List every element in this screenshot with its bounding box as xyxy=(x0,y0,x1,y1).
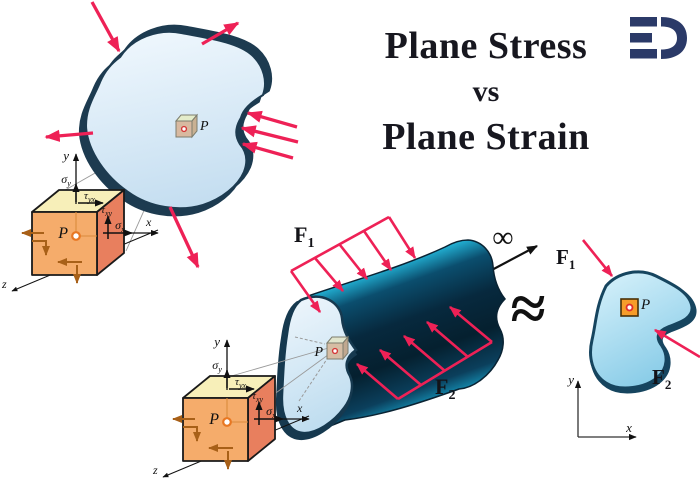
title-block: Plane Stress vs Plane Strain xyxy=(332,22,640,160)
tau-xy-label: τxy xyxy=(101,204,112,218)
cube-axes-and-stresses xyxy=(72,153,159,239)
z-axis-label: z xyxy=(1,277,7,291)
y-axis-label-section: y xyxy=(566,372,574,387)
point-label-strain-face: P xyxy=(313,345,323,360)
force-arrow xyxy=(241,141,294,160)
force-arrow xyxy=(246,110,298,129)
brand-logo xyxy=(630,17,687,59)
cube-front-face xyxy=(31,211,98,276)
reaction-stress-arrows xyxy=(21,229,82,284)
x-axis-label: x xyxy=(145,215,152,229)
force-arrow xyxy=(240,125,299,144)
section-axes xyxy=(574,380,637,441)
infinity-symbol: ∞ xyxy=(492,221,513,254)
approx-symbol: ≈ xyxy=(510,273,545,344)
sigma-x-label: σx xyxy=(115,218,125,234)
point-label-top-body: P xyxy=(199,119,209,134)
f2-arrow xyxy=(449,306,493,343)
title-line-3: Plane Strain xyxy=(382,116,590,158)
f2-label-section: F2 xyxy=(652,365,671,392)
tau-yx-label: τyx xyxy=(84,190,95,204)
plane-strain-figure: ∞ F1 xyxy=(152,215,538,477)
point-dot xyxy=(180,125,188,133)
front-face-dashed-guides xyxy=(294,336,330,402)
force-arrow xyxy=(168,206,200,269)
f1-arrow xyxy=(314,257,344,292)
point-cube-marker-top xyxy=(174,113,199,139)
stress-body-shape xyxy=(84,30,267,210)
f1-arrow xyxy=(338,244,369,280)
f2-distributed-load xyxy=(356,306,493,401)
title-line-2: vs xyxy=(472,75,500,108)
y-axis-label: y xyxy=(61,148,69,163)
point-ring xyxy=(71,231,81,241)
point-label-section: P xyxy=(640,297,650,313)
external-force-arrows xyxy=(44,1,299,269)
section-shape xyxy=(589,270,694,390)
f1-arrow xyxy=(387,216,417,260)
f2-arrow xyxy=(379,349,422,386)
point-label: P xyxy=(57,225,68,242)
f1-label-section: F1 xyxy=(556,245,575,272)
force-arrow xyxy=(44,129,94,142)
x-axis-label-section: x xyxy=(625,420,632,435)
f1-distributed-load xyxy=(289,215,417,313)
f1-baseline xyxy=(290,215,390,273)
f2-arrow xyxy=(356,363,399,400)
f1-arrow-section xyxy=(581,239,614,277)
cross-section-figure: P F1 F2 y x xyxy=(556,239,700,441)
point-cube-marker-strain xyxy=(325,335,350,361)
title-line-1: Plane Stress xyxy=(384,25,588,67)
force-arrow xyxy=(201,21,240,46)
stress-cube-top: y σy τyx τxy σx x z P xyxy=(1,148,159,292)
force-arrow xyxy=(90,1,121,53)
f2-arrow-section xyxy=(653,328,700,359)
logo-monogram-icon xyxy=(630,17,687,59)
plane-stress-figure: P xyxy=(44,1,299,269)
sigma-y-label: σy xyxy=(61,172,71,188)
point-dot xyxy=(331,347,339,355)
f2-arrow xyxy=(403,335,446,372)
f1-arrow xyxy=(289,270,322,313)
f1-arrow xyxy=(362,230,393,271)
point-dot xyxy=(625,303,634,312)
f2-arrow xyxy=(426,321,469,358)
f1-label-strain: F1 xyxy=(294,222,314,251)
f2-label-strain: F2 xyxy=(435,374,455,403)
